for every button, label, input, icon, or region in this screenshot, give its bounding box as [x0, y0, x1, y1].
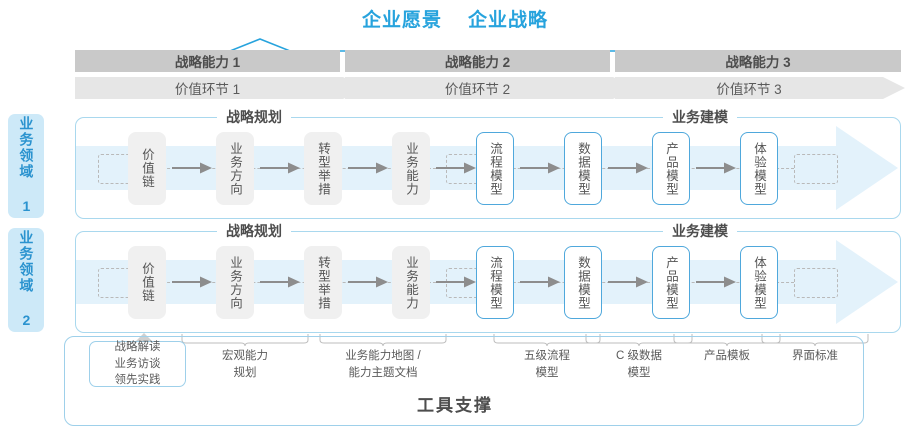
lane-2-section-business-modeling: 业务建模	[663, 221, 737, 241]
capability-bar-2: 战略能力 2	[345, 50, 610, 72]
vision-strategy-header: 企业愿景 企业战略	[0, 4, 910, 32]
capability-bar-2-label: 战略能力 2	[444, 55, 511, 70]
brace-capability-map	[319, 334, 447, 347]
capability-bar-3-label: 战略能力 3	[725, 55, 791, 70]
lane-2-node-transformation-measures-label: 转型举措	[316, 255, 330, 310]
lane-1-arrow-4-icon	[436, 162, 476, 174]
enterprise-vision-title: 企业愿景	[361, 9, 442, 31]
sidebar-item-domain-2[interactable]: 业务领域 2	[8, 228, 44, 332]
lane-2-node-product-model-label: 产品模型	[664, 255, 678, 310]
lane-1-node-business-direction[interactable]: 业务方向	[216, 132, 254, 205]
capability-bar-3: 战略能力 3	[615, 50, 901, 72]
value-bar-2-label: 价值环节 2	[444, 82, 511, 97]
lane-1-node-value-chain[interactable]: 价值链	[128, 132, 166, 205]
lane-2-node-value-chain[interactable]: 价值链	[128, 246, 166, 319]
value-bar-3: 价值环节 3	[615, 77, 905, 99]
lane-2-arrow-6-icon	[608, 276, 648, 288]
value-bar-3-label: 价值环节 3	[716, 82, 782, 97]
lane-2-right-rule-b	[735, 231, 888, 232]
lane-1-right-rule-a	[545, 117, 665, 118]
lane-2-arrow-3-icon	[348, 276, 388, 288]
lane-domain-2: 价值链 业务方向 转型举措 业务能力 流程模型 数据模型 产品模型 体验模型	[75, 231, 901, 333]
tool-support-container	[64, 336, 864, 426]
tool-support-title: 工具支撑	[417, 396, 493, 415]
lane-2-node-value-chain-label: 价值链	[140, 262, 154, 303]
lane-2-node-process-model[interactable]: 流程模型	[476, 246, 514, 319]
lane-2-node-process-model-label: 流程模型	[488, 255, 502, 310]
lane-2-right-rule-a	[545, 231, 665, 232]
lane-1-arrow-6-icon	[608, 162, 648, 174]
lane-1-section-business-modeling: 业务建模	[663, 107, 737, 127]
lane-domain-1: 价值链 业务方向 转型举措 业务能力 流程模型 数据模型 产品模型 体验模型	[75, 117, 901, 219]
lane-1-node-product-model-label: 产品模型	[664, 141, 678, 196]
sidebar-item-domain-1[interactable]: 业务领域 1	[8, 114, 44, 218]
lane-1-node-data-model[interactable]: 数据模型	[564, 132, 602, 205]
lane-1-node-business-capability[interactable]: 业务能力	[392, 132, 430, 205]
lane-1-node-transformation-measures-label: 转型举措	[316, 141, 330, 196]
value-bar-1-label: 价值环节 1	[174, 82, 241, 97]
enterprise-strategy-title: 企业战略	[468, 9, 549, 31]
lane-2-node-data-model-label: 数据模型	[576, 255, 590, 310]
value-bar-1: 价值环节 1	[75, 77, 365, 99]
lane-1-arrow-1-icon	[172, 162, 212, 174]
tool-item-strategy-interpretation[interactable]: 战略解读业务访谈领先实践	[89, 341, 186, 387]
lane-1-right-rule-b	[735, 117, 888, 118]
tool-item-c-level-data-model: C 级数据模型	[616, 350, 662, 379]
tool-item-macro-capability-planning: 宏观能力规划	[222, 350, 268, 379]
lane-2-arrow-7-icon	[696, 276, 736, 288]
capability-bar-1-label: 战略能力 1	[174, 55, 241, 70]
value-bar-2: 价值环节 2	[345, 77, 635, 99]
lane-1-arrow-3-icon	[348, 162, 388, 174]
lane-1-arrow-7-icon	[696, 162, 736, 174]
lane-2-node-business-capability-label: 业务能力	[404, 255, 418, 310]
lane-1-arrow-5-icon	[520, 162, 560, 174]
lane-1-node-business-direction-label: 业务方向	[228, 141, 242, 196]
lane-1-left-rule-b	[290, 117, 475, 118]
domain-1-label: 业务领域 1	[18, 116, 35, 216]
brace-interface-standard	[761, 334, 869, 347]
lane-2-node-transformation-measures[interactable]: 转型举措	[304, 246, 342, 319]
lane-2-node-data-model[interactable]: 数据模型	[564, 246, 602, 319]
tool-item-interface-standard: 界面标准	[792, 350, 838, 362]
lane-1-placeholder-end	[794, 154, 838, 184]
lane-1-node-transformation-measures[interactable]: 转型举措	[304, 132, 342, 205]
lane-1-arrow-2-icon	[260, 162, 300, 174]
lane-1-node-data-model-label: 数据模型	[576, 141, 590, 196]
lane-1-node-process-model[interactable]: 流程模型	[476, 132, 514, 205]
capability-bar-1: 战略能力 1	[75, 50, 340, 72]
lane-1-node-process-model-label: 流程模型	[488, 141, 502, 196]
lane-2-node-experience-model-label: 体验模型	[752, 255, 766, 310]
lane-1-node-value-chain-label: 价值链	[140, 148, 154, 189]
lane-2-arrow-5-icon	[520, 276, 560, 288]
lane-1-left-rule-a	[88, 117, 218, 118]
lane-2-arrow-1-icon	[172, 276, 212, 288]
lane-2-node-product-model[interactable]: 产品模型	[652, 246, 690, 319]
lane-1-node-experience-model-label: 体验模型	[752, 141, 766, 196]
lane-2-node-business-capability[interactable]: 业务能力	[392, 246, 430, 319]
lane-2-node-business-direction[interactable]: 业务方向	[216, 246, 254, 319]
tool-item-product-template: 产品模板	[704, 350, 750, 362]
lane-2-arrow-4-icon	[436, 276, 476, 288]
lane-2-left-rule-b	[290, 231, 475, 232]
tool-item-five-level-process-model: 五级流程模型	[524, 350, 570, 379]
lane-2-node-business-direction-label: 业务方向	[228, 255, 242, 310]
domain-2-label: 业务领域 2	[18, 230, 35, 330]
tool-item-capability-map: 业务能力地图 /能力主题文档	[345, 350, 421, 379]
lane-1-node-experience-model[interactable]: 体验模型	[740, 132, 778, 205]
lane-2-node-experience-model[interactable]: 体验模型	[740, 246, 778, 319]
lane-1-section-strategy-planning: 战略规划	[217, 107, 291, 127]
lane-1-node-product-model[interactable]: 产品模型	[652, 132, 690, 205]
lane-2-section-strategy-planning: 战略规划	[217, 221, 291, 241]
lane-2-arrow-2-icon	[260, 276, 300, 288]
lane-1-node-business-capability-label: 业务能力	[404, 141, 418, 196]
lane-2-left-rule-a	[88, 231, 218, 232]
lane-2-placeholder-end	[794, 268, 838, 298]
